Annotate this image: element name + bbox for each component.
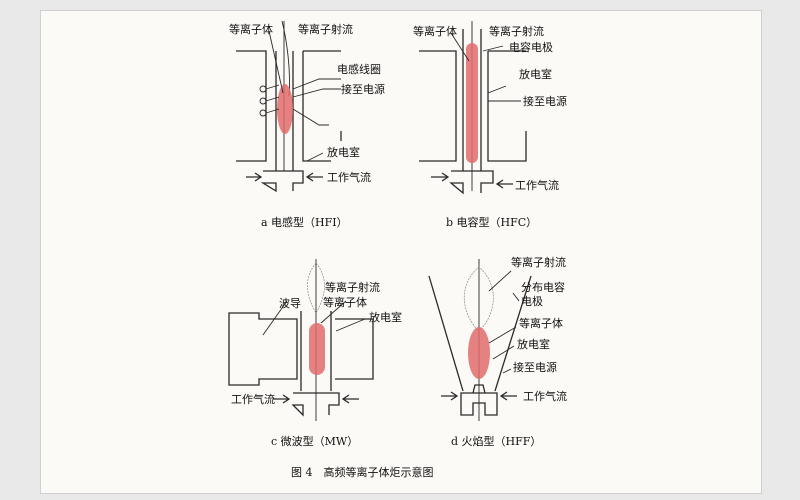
- panel-b-leader-electrode: [482, 45, 504, 52]
- panel-c-label-gas: 工作气流: [231, 392, 275, 406]
- panel-a-leader-chamber: [306, 152, 324, 162]
- panel-d-gas-arrow-left: [441, 391, 459, 401]
- panel-a-label-power: 接至电源: [341, 82, 385, 96]
- panel-b-caption: b 电容型（HFC）: [446, 215, 537, 229]
- panel-b-leader-plasma: [450, 32, 470, 62]
- panel-c-label-waveguide: 波导: [279, 297, 301, 310]
- panel-a-inductive: 等离子体 等离子射流 电感线圈 接至电源 放电室 工作气流 a 电感型（HFI）: [229, 20, 385, 229]
- panel-b-label-plasma: 等离子体: [413, 24, 457, 38]
- panel-c-microwave: 等离子射流 等离子体 波导 放电室 工作气流 c 微波型（MW）: [228, 259, 402, 448]
- panel-d-gas-arrow-right: [499, 391, 517, 401]
- panel-a-coil: [259, 78, 341, 126]
- panel-b-label-jet: 等离子射流: [489, 24, 544, 38]
- panel-b-label-power: 接至电源: [523, 94, 567, 108]
- figure-caption: 图 4 高频等离子体炬示意图: [291, 465, 434, 479]
- panel-c-waveguide-right: [335, 318, 374, 380]
- panel-a-label-jet: 等离子射流: [298, 22, 353, 36]
- panel-a-gas-arrow-left: [246, 172, 263, 182]
- panel-d-flame: 等离子射流 分布电容 电极 等离子体 放电室 接至电源 工作气流 d 火焰型（H…: [428, 255, 567, 448]
- panel-c-base: [291, 392, 340, 417]
- panel-b-gas-arrow-right: [495, 179, 513, 189]
- panel-c-plasma: [309, 323, 325, 375]
- panel-a-caption: a 电感型（HFI）: [261, 215, 348, 229]
- panel-b-capacitive: 等离子体 等离子射流 电容电极 放电室 接至电源 工作气流 b 电容型（HFC）: [413, 21, 567, 229]
- panel-b-chamber-right: [487, 51, 527, 162]
- panel-d-label-electrode-2: 电极: [521, 294, 543, 308]
- panel-d-plasma: [468, 327, 490, 379]
- panel-a-label-plasma: 等离子体: [229, 22, 273, 36]
- figure-sheet: 等离子体 等离子射流 电感线圈 接至电源 放电室 工作气流 a 电感型（HFI）…: [40, 10, 762, 494]
- panel-b-plasma: [466, 43, 478, 163]
- panel-a-label-chamber: 放电室: [327, 145, 360, 159]
- panel-a-leader-plasma: [268, 30, 284, 94]
- panel-a-label-coil: 电感线圈: [337, 62, 381, 76]
- panel-c-leader-waveguide: [262, 300, 288, 336]
- panel-d-label-electrode-1: 分布电容: [521, 280, 565, 294]
- panel-a-chamber-left: [236, 50, 267, 162]
- panel-a-gas-arrow-right: [305, 172, 323, 182]
- panel-c-label-chamber: 放电室: [369, 310, 402, 324]
- panel-b-label-gas: 工作气流: [515, 178, 559, 192]
- panel-c-waveguide-left: [228, 312, 298, 386]
- panel-c-leader-chamber: [335, 318, 366, 332]
- panel-d-nozzle: [472, 384, 486, 394]
- panel-a-base: [260, 170, 304, 193]
- panel-d-label-gas: 工作气流: [523, 389, 567, 403]
- panel-d-base: [460, 392, 498, 416]
- panel-c-gas-arrow-right: [341, 394, 359, 404]
- panel-d-label-plasma: 等离子体: [519, 316, 563, 330]
- panel-d-leader-power: [502, 368, 512, 374]
- panel-b-leader-chamber: [487, 85, 507, 94]
- panel-a-label-gas: 工作气流: [327, 170, 371, 184]
- figure-canvas: 等离子体 等离子射流 电感线圈 接至电源 放电室 工作气流 a 电感型（HFI）…: [228, 20, 567, 479]
- panel-d-electrode-left: [428, 275, 464, 392]
- panel-b-chamber-left: [419, 50, 457, 162]
- panel-b-base: [449, 170, 494, 195]
- panel-d-electrode-right: [494, 275, 532, 392]
- panel-c-label-jet: 等离子射流: [325, 280, 380, 294]
- panel-d-leader-electrode: [512, 292, 520, 302]
- panel-d-leader-plasma: [488, 326, 517, 344]
- panel-b-label-chamber: 放电室: [519, 67, 552, 81]
- panel-b-gas-arrow-left: [431, 172, 450, 182]
- panel-d-caption: d 火焰型（HFF）: [451, 434, 541, 448]
- panel-d-leader-chamber: [492, 345, 515, 360]
- panel-c-leader-plasma: [320, 300, 347, 324]
- panel-c-label-plasma: 等离子体: [323, 295, 367, 309]
- panel-a-chamber-right: [302, 51, 331, 162]
- panel-c-caption: c 微波型（MW）: [271, 434, 358, 448]
- panel-a-plasma: [277, 84, 293, 134]
- panel-d-leader-jet: [488, 270, 512, 292]
- panel-d-label-chamber: 放电室: [517, 337, 550, 351]
- panel-d-label-jet: 等离子射流: [511, 255, 566, 269]
- panel-d-label-power: 接至电源: [513, 360, 557, 374]
- panel-b-label-electrode: 电容电极: [509, 40, 553, 54]
- panel-c-gas-arrow-left: [273, 394, 291, 404]
